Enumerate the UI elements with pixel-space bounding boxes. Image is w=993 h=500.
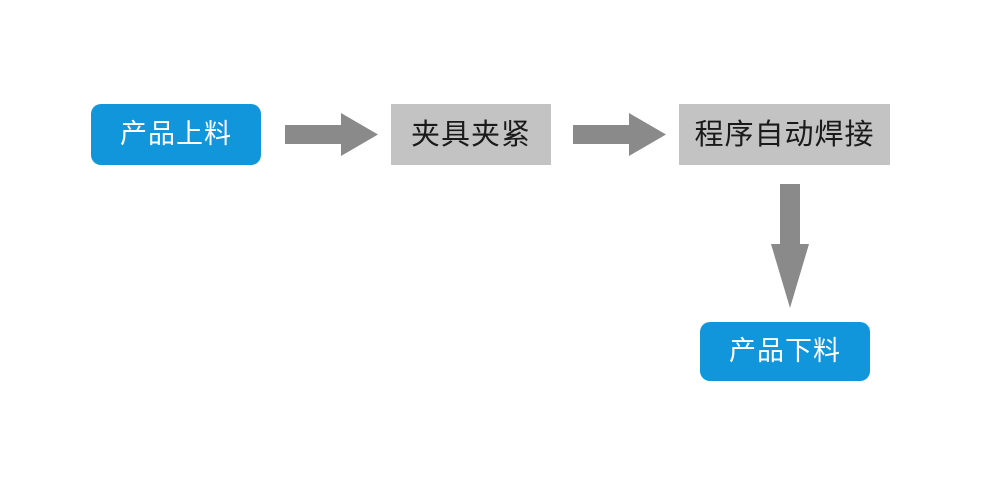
flow-node-product-loading[interactable]: 产品上料 — [91, 104, 261, 165]
flow-node-fixture-clamping[interactable]: 夹具夹紧 — [391, 104, 551, 165]
flow-arrow-right-clamping-to-welding — [573, 112, 666, 157]
flow-node-label: 产品下料 — [729, 336, 841, 367]
arrow-right-icon — [285, 113, 378, 156]
flow-node-program-auto-welding[interactable]: 程序自动焊接 — [679, 104, 890, 165]
flow-arrow-down-welding-to-unloading — [770, 184, 810, 308]
flow-node-label: 夹具夹紧 — [410, 117, 531, 151]
arrow-down-icon — [771, 184, 809, 308]
flow-node-label: 产品上料 — [120, 119, 232, 150]
arrow-right-icon — [573, 113, 666, 156]
flow-arrow-right-loading-to-clamping — [285, 112, 378, 157]
flow-node-product-unloading[interactable]: 产品下料 — [700, 322, 870, 381]
flow-node-label: 程序自动焊接 — [694, 117, 875, 151]
